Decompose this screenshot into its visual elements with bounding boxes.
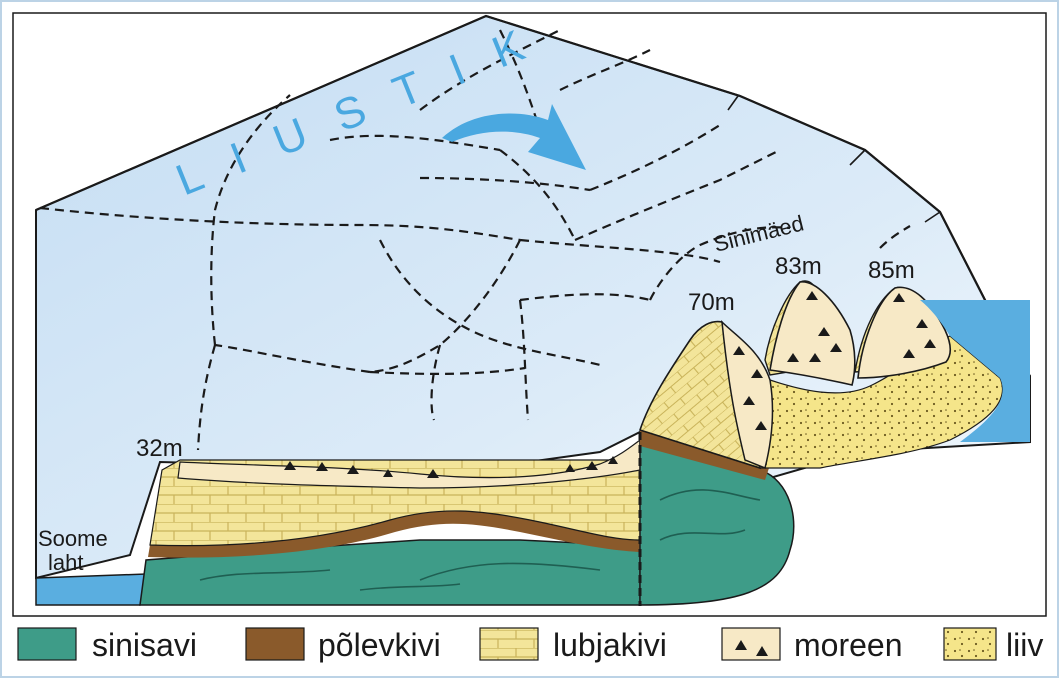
legend-label-lubjakivi: lubjakivi	[553, 627, 667, 663]
label-32m: 32m	[136, 435, 183, 462]
label-85m: 85m	[868, 257, 915, 284]
legend-label-polevkivi: põlevkivi	[318, 627, 441, 663]
legend-swatch-moreen	[722, 628, 780, 660]
legend: sinisavi põlevkivi lubjakivi moreen liiv	[18, 627, 1043, 663]
legend-label-moreen: moreen	[794, 627, 903, 663]
legend-swatch-sinisavi	[18, 628, 76, 660]
legend-label-sinisavi: sinisavi	[92, 627, 197, 663]
legend-swatch-liiv	[944, 628, 996, 660]
label-83m: 83m	[775, 253, 822, 280]
label-70m: 70m	[688, 289, 735, 316]
legend-swatch-polevkivi	[246, 628, 304, 660]
legend-swatch-lubjakivi	[480, 628, 538, 660]
sea-water	[36, 574, 146, 605]
label-soome: Soome	[38, 526, 108, 551]
legend-label-liiv: liiv	[1006, 627, 1043, 663]
label-laht: laht	[48, 550, 83, 575]
